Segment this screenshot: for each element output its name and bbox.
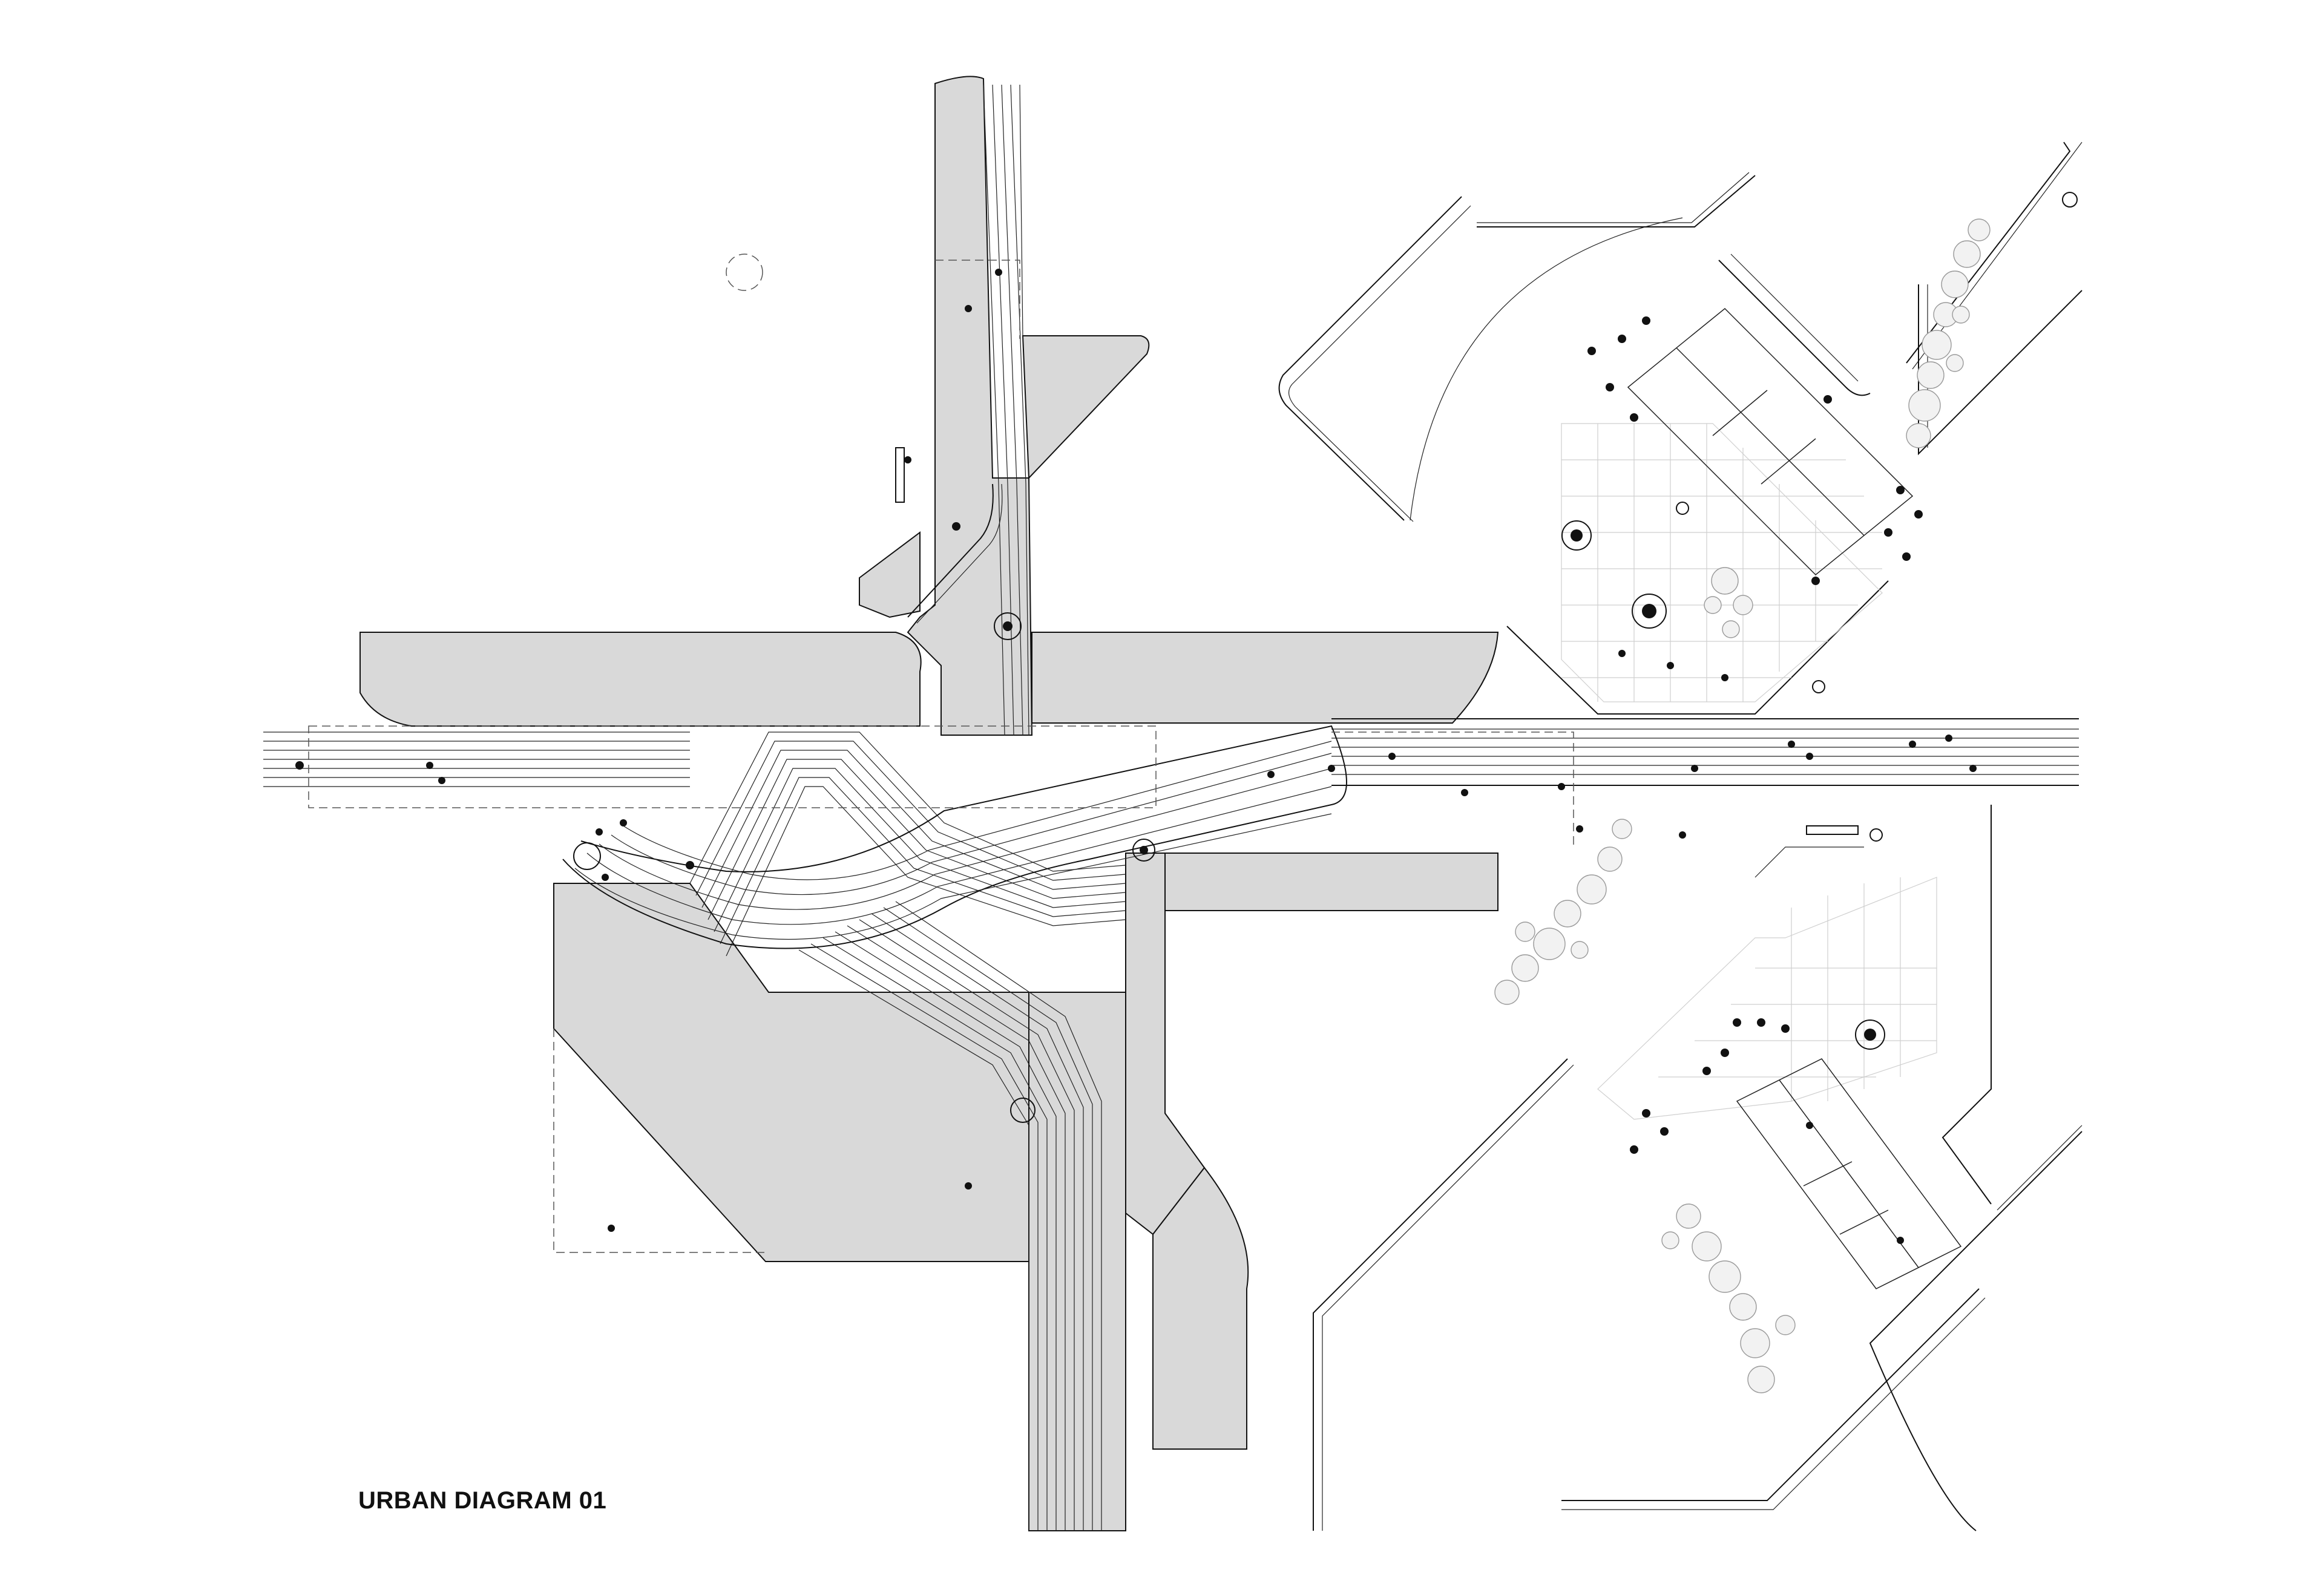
east-plate-block [1031, 632, 1499, 724]
north-dashed-footprint [935, 260, 1020, 339]
north-dashed-circle [726, 254, 763, 291]
east-road-vertical [1918, 284, 2083, 456]
east-strip-block [1164, 853, 1498, 911]
planter-south [1010, 1098, 1036, 1123]
north-ramp-curve [907, 483, 994, 618]
north-courts [1627, 307, 1914, 576]
bike-rack-3 [1812, 680, 1825, 693]
north-diagonal-road [1718, 260, 1871, 396]
southwest-block [553, 883, 1029, 1262]
south-tree-cluster [1661, 1203, 1796, 1393]
south-ramp-block [1152, 1167, 1249, 1450]
west-street-lines [263, 731, 690, 787]
planter-west [573, 842, 601, 870]
north-east-road [1906, 142, 2071, 364]
curved-boulevard [562, 725, 1347, 949]
central-plaza-lines [689, 731, 1126, 957]
northeast-plaza-edge [1506, 580, 1889, 715]
north-corridor-lines [983, 84, 1029, 736]
west-dashed-footprint [308, 725, 1157, 808]
north-upper-road [1477, 175, 1756, 227]
plaza-grids [1561, 423, 1937, 1120]
south-east-road [1869, 1131, 2083, 1531]
east-dashed-footprint [1331, 731, 1574, 847]
vegetation [1494, 218, 1991, 1393]
bike-rack-2 [1676, 502, 1689, 515]
north-wedge-block [1022, 335, 1150, 480]
bench-east [1806, 825, 1859, 835]
south-diagonal-lines [798, 901, 1102, 1531]
north-stub-block [859, 531, 921, 618]
dashed-footprints [308, 254, 1574, 1253]
east-site-lines [1278, 142, 2083, 1531]
planter-plaza-3 [1855, 1019, 1885, 1050]
southwest-dashed-footprint [553, 1029, 766, 1253]
southeast-upper-edge [1942, 805, 1992, 1205]
pedestrian-figures [295, 269, 1977, 1244]
south-bottom-road [1561, 1288, 1980, 1501]
northeast-arc [1410, 217, 1683, 521]
planter-boulevard [1132, 839, 1155, 862]
north-corridor-block [907, 76, 1033, 736]
south-spine-block [1028, 992, 1126, 1531]
built-blocks [359, 76, 1499, 1531]
south-plaza-grid [1597, 877, 1937, 1120]
south-diagonal-road-west [1313, 1058, 1568, 1531]
bench-north [895, 447, 905, 503]
northeast-tree-row [1906, 218, 1991, 448]
north-ramp-curve-inner [916, 483, 1003, 624]
northeast-outer-boundary [1278, 196, 1462, 521]
west-plate-block [359, 632, 922, 727]
bike-rack-1 [2062, 192, 2078, 208]
planter-plaza-2 [1632, 594, 1667, 629]
south-courts [1736, 1058, 1962, 1289]
east-street-lines [1331, 718, 2079, 786]
street-striping [263, 84, 2079, 1531]
bike-rack-4 [1869, 828, 1883, 842]
planter-north [994, 612, 1022, 640]
diagram-title: URBAN DIAGRAM 01 [358, 1487, 607, 1514]
street-furniture [573, 192, 2078, 1123]
planter-plaza-1 [1561, 520, 1592, 551]
north-plaza-tree [1704, 567, 1753, 638]
north-plaza-grid [1561, 423, 1883, 702]
central-tree-cluster [1494, 819, 1632, 1005]
